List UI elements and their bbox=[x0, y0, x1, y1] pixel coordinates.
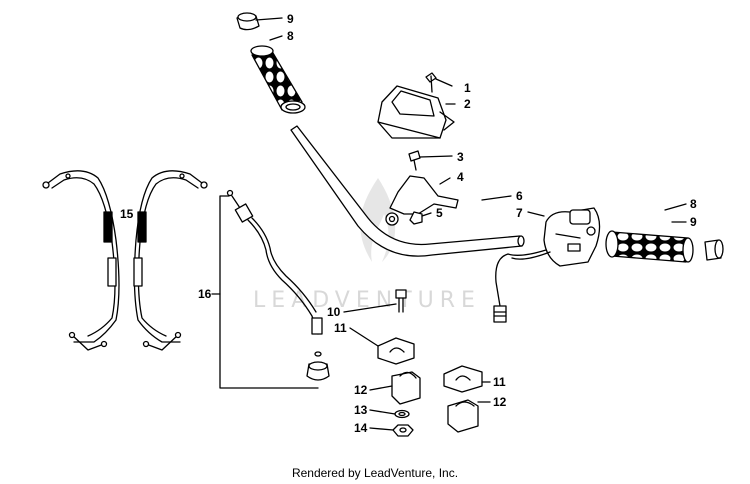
left-grip-end-cap bbox=[236, 12, 260, 31]
callout-label: 2 bbox=[464, 97, 471, 111]
watermark-flame-logo bbox=[360, 178, 396, 262]
right-grip-end-cap bbox=[704, 239, 724, 261]
callout-label: 14 bbox=[354, 421, 368, 435]
mounting-bracket bbox=[385, 175, 459, 226]
callout-label: 4 bbox=[457, 170, 464, 184]
right-grip bbox=[605, 230, 694, 263]
handlebar-end bbox=[517, 235, 525, 247]
callout-label: 11 bbox=[493, 375, 506, 389]
callout-label: 16 bbox=[198, 287, 212, 301]
leader-4 bbox=[439, 177, 451, 185]
watermark-text: LEADVENTURE bbox=[253, 288, 481, 313]
handlebar-clamp-lower-right bbox=[447, 399, 479, 433]
clamp-bolt bbox=[395, 289, 407, 313]
callout-label: 12 bbox=[354, 383, 368, 397]
bracket-bolt bbox=[408, 150, 421, 171]
callout-label: 6 bbox=[516, 189, 523, 203]
nut bbox=[392, 424, 414, 437]
leader-14 bbox=[369, 427, 394, 431]
callout-labels: 9 8 1 2 3 4 5 6 7 8 9 15 16 10 11 12 13 … bbox=[120, 12, 697, 435]
callout-label: 9 bbox=[287, 12, 294, 26]
throttle-cable-16 bbox=[226, 189, 330, 381]
bracket-nut bbox=[409, 211, 423, 225]
leader-9-left bbox=[255, 17, 283, 21]
leader-13 bbox=[369, 409, 396, 415]
callout-label: 3 bbox=[457, 150, 464, 164]
leader-11-left bbox=[349, 327, 379, 347]
handlebar-clamp-upper-right bbox=[443, 365, 483, 393]
callout-label: 10 bbox=[327, 305, 341, 319]
callout-label: 11 bbox=[334, 321, 347, 335]
cable-assembly-right-15 bbox=[133, 170, 208, 351]
callout-label: 8 bbox=[690, 197, 697, 211]
leader-6 bbox=[481, 195, 512, 201]
handlebar-clamp-lower-left bbox=[391, 371, 421, 405]
callout-label: 8 bbox=[287, 29, 294, 43]
handlebar-clamp-upper-left bbox=[377, 337, 415, 365]
callout-label: 12 bbox=[493, 395, 507, 409]
display-housing bbox=[377, 85, 455, 139]
callout-16-bracket bbox=[219, 195, 319, 389]
callout-label: 5 bbox=[436, 206, 443, 220]
callout-label: 15 bbox=[120, 207, 134, 221]
washer bbox=[394, 409, 410, 419]
switch-housing bbox=[543, 207, 601, 267]
housing-screw bbox=[425, 72, 437, 93]
footer-credit: Rendered by LeadVenture, Inc. bbox=[291, 466, 459, 480]
switch-wire-harness bbox=[493, 249, 551, 323]
leader-8-left bbox=[269, 35, 283, 41]
leader-10 bbox=[343, 303, 397, 313]
leader-8-9-right bbox=[664, 203, 687, 223]
callout-label: 9 bbox=[690, 215, 697, 229]
callout-label: 1 bbox=[464, 81, 471, 95]
leader-12-left bbox=[369, 385, 393, 391]
left-grip bbox=[250, 45, 306, 114]
leader-7 bbox=[527, 211, 545, 217]
cable-assembly-left-15 bbox=[42, 170, 120, 351]
callout-label: 13 bbox=[354, 403, 368, 417]
leader-1 bbox=[435, 78, 453, 87]
leader-3 bbox=[419, 155, 453, 158]
callout-label: 7 bbox=[516, 206, 523, 220]
leader-5 bbox=[421, 212, 432, 217]
